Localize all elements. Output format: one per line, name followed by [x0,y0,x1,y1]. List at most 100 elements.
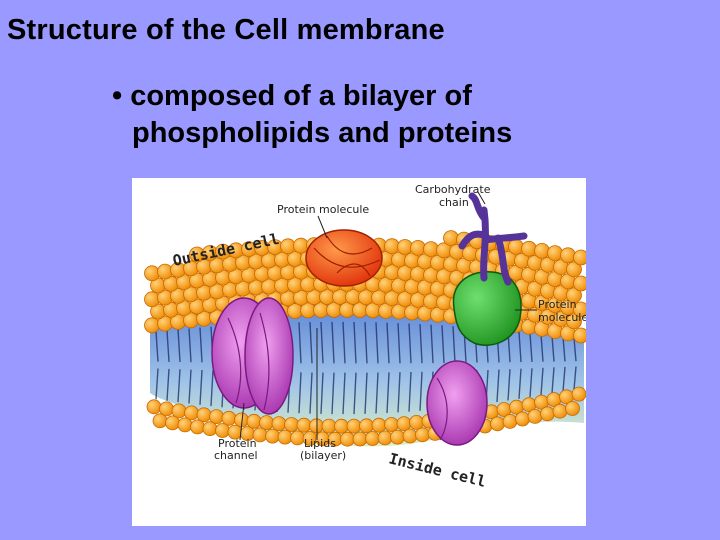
protein-channel [211,297,294,415]
lipid-head [365,431,380,446]
carbohydrate-chain [458,192,528,286]
lipid-head [402,428,418,444]
lipid-tail [375,322,379,364]
lipid-tail [309,372,313,414]
lipid-tail [540,334,544,362]
lipid-tail [298,322,302,364]
lipid-tail [408,323,412,364]
lipid-head [371,417,387,433]
lipid-tail [386,372,390,414]
lipid-head [508,238,524,255]
lipid-head [144,265,160,282]
lipid-head [566,261,582,278]
lipid-head [215,423,230,438]
lipid-tail [353,372,357,415]
lipid-tail [375,372,379,414]
lipid-tail [177,329,181,363]
lipid-tail [518,368,522,399]
lipid-tail [188,369,192,404]
lipid-tail [155,368,159,400]
lipid-head [277,429,293,445]
lipid-tail [320,321,324,364]
inner-lipid-heads [146,386,586,447]
lipid-tail [562,336,566,362]
lipid-head [547,245,563,261]
lipid-tail [298,372,302,414]
lipid-tail [529,333,533,362]
lipid-head [409,414,424,430]
lipid-tail [441,325,445,364]
lipid-head [573,327,586,344]
lipid-tail [331,372,335,415]
lipid-head [265,428,280,444]
label-carbohydrate-chain-1: Carbohydrate [415,183,491,196]
lipid-tail [155,330,159,362]
lipid-tail [551,367,555,394]
lipid-head [377,430,393,446]
lipid-head [146,399,162,415]
lipid-tail [364,322,368,364]
label-carbohydrate-chain-2: chain [439,196,469,209]
slide-title: Structure of the Cell membrane [7,14,445,46]
label-lipids-1: Lipids [304,437,336,450]
lipid-tail [309,322,313,364]
lipid-tail [166,330,170,362]
lipid-tail [419,324,423,364]
lipid-head [202,421,218,437]
embedded-protein [426,360,488,446]
lipid-head [177,417,193,433]
lipid-head [527,408,543,424]
bullet-point: • composed of a bilayer of phospholipids… [112,78,512,152]
lipid-tail [199,369,203,405]
lipid-tail [386,322,390,364]
lipid-head [534,243,550,259]
label-protein-molecule-right-2: molecule [538,311,586,324]
lipid-tail [199,327,203,363]
lipid-tail [573,366,577,390]
lipid-tail [408,371,412,412]
lipid-tail [166,368,170,401]
lipid-tail [342,321,346,364]
lipid-tail [507,369,511,401]
label-lipids-2: (bilayer) [300,449,346,462]
lipid-head [396,416,412,432]
lipid-head [296,417,312,433]
leader-lines [239,191,537,441]
lipid-head [334,418,349,434]
lipid-head [290,430,305,446]
lipid-tail [551,335,555,362]
lipid-head [490,416,505,432]
lipid-tail [573,337,577,362]
label-protein-channel-2: channel [214,449,258,462]
lipid-head [321,418,337,434]
lipid-head [144,291,160,308]
cell-membrane-diagram: Protein molecule Carbohydrate chain Outs… [132,178,586,526]
lipid-head [152,413,168,429]
lipid-tail [320,372,324,414]
lipid-tail [177,369,181,403]
lipid-tail [518,331,522,363]
label-protein-molecule-right-1: Protein [538,298,577,311]
lipid-tail [562,366,566,392]
lipid-head [415,427,430,443]
lipid-tail [353,321,357,364]
lipid-head [552,403,568,419]
label-inside-cell: Inside cell [387,449,488,490]
lipid-head [221,410,237,426]
bullet-text-line1: composed of a bilayer of [130,80,472,112]
lipid-head [157,263,173,280]
lipid-head [573,275,586,292]
lipid-tail [397,323,401,364]
lipid-tail [331,321,335,364]
lipid-tail [496,369,500,403]
lipid-head [540,406,555,422]
lipid-tail [540,367,544,396]
label-protein-channel-1: Protein [218,437,257,450]
bullet-text-line2: phospholipids and proteins [132,117,513,149]
lipid-head [566,313,582,330]
lipid-tail [397,372,401,413]
lipid-tail [430,324,434,364]
protein-molecule-top [305,229,383,287]
lipid-head [259,415,274,431]
lipid-head [521,240,537,257]
